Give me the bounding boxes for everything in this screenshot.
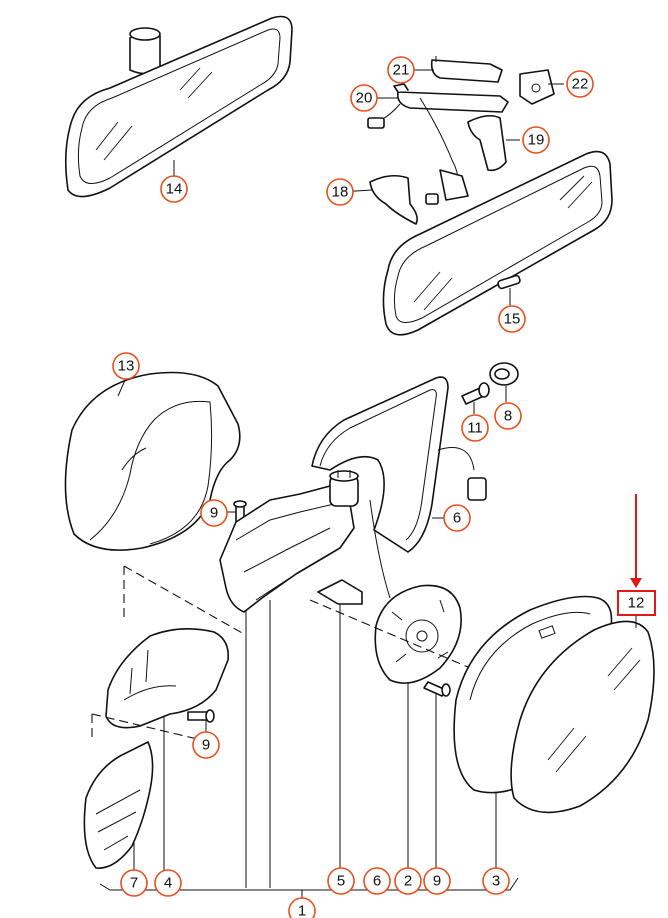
svg-text:19: 19 xyxy=(528,132,545,149)
interior-mirror-15 xyxy=(382,150,613,336)
callout-1: 1 xyxy=(288,897,316,918)
svg-text:13: 13 xyxy=(118,358,135,375)
leader-lines xyxy=(99,69,637,900)
svg-text:9: 9 xyxy=(202,737,210,754)
svg-text:2: 2 xyxy=(404,873,412,890)
screw-9-middle xyxy=(187,709,215,723)
svg-text:3: 3 xyxy=(492,873,500,890)
lower-cover-7 xyxy=(83,741,154,869)
svg-text:21: 21 xyxy=(393,62,410,79)
mirror-base-bracket xyxy=(219,470,359,613)
svg-text:9: 9 xyxy=(210,505,218,522)
callout-9-upper: 9 xyxy=(200,499,228,527)
svg-text:20: 20 xyxy=(356,90,373,107)
svg-text:7: 7 xyxy=(130,875,138,892)
callout-13: 13 xyxy=(112,352,140,380)
screw-11 xyxy=(461,382,490,405)
callout-15: 15 xyxy=(498,305,526,333)
callout-9-lower: 9 xyxy=(423,867,451,895)
mirror-housing-cap-13 xyxy=(64,371,241,551)
callout-19: 19 xyxy=(522,126,550,154)
callout-14: 14 xyxy=(160,175,188,203)
callout-21: 21 xyxy=(387,56,415,84)
svg-text:22: 22 xyxy=(572,76,589,93)
callout-3: 3 xyxy=(482,867,510,895)
svg-text:5: 5 xyxy=(337,873,345,890)
callout-12-label: 12 xyxy=(628,595,645,612)
svg-text:4: 4 xyxy=(164,875,172,892)
adjustment-motor-2 xyxy=(374,584,462,684)
svg-text:18: 18 xyxy=(332,184,349,201)
gasket-5 xyxy=(317,579,363,605)
highlight-box-12 xyxy=(617,590,656,616)
callout-6-lower: 6 xyxy=(363,867,391,895)
cap-8 xyxy=(489,362,519,386)
svg-text:14: 14 xyxy=(166,181,183,198)
callout-5: 5 xyxy=(327,867,355,895)
svg-text:8: 8 xyxy=(504,408,512,425)
callout-22: 22 xyxy=(566,70,594,98)
callout-18: 18 xyxy=(326,178,354,206)
svg-text:6: 6 xyxy=(453,510,461,527)
callout-8: 8 xyxy=(494,402,522,430)
mirror-glass-12 xyxy=(510,620,655,814)
screw-9-lower xyxy=(423,681,451,697)
svg-text:9: 9 xyxy=(433,873,441,890)
callout-11: 11 xyxy=(461,414,489,442)
callout-7: 7 xyxy=(120,869,148,897)
interior-mirror-14 xyxy=(64,15,293,198)
mirror-panel-6 xyxy=(311,376,487,599)
svg-text:1: 1 xyxy=(298,903,306,918)
svg-text:6: 6 xyxy=(373,873,381,890)
svg-text:11: 11 xyxy=(467,420,483,437)
svg-text:15: 15 xyxy=(504,311,521,328)
callout-9-middle: 9 xyxy=(192,731,220,759)
mirror-trim-parts-18-22 xyxy=(367,56,555,225)
callout-2: 2 xyxy=(394,867,422,895)
callout-20: 20 xyxy=(350,84,378,112)
callout-4: 4 xyxy=(154,869,182,897)
callout-6-upper: 6 xyxy=(443,504,471,532)
highlight-arrow xyxy=(630,494,642,588)
cover-frame-4 xyxy=(105,628,230,729)
